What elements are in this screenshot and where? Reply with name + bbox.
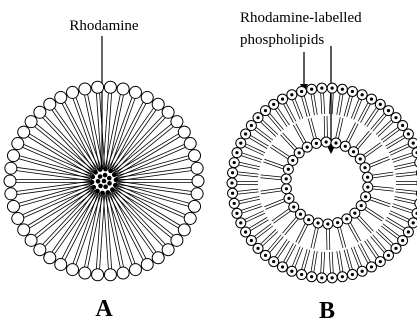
phospholipid-head — [67, 86, 79, 98]
phospholipid-head — [162, 244, 174, 256]
phospholipid-head — [129, 264, 141, 276]
phospholipid-head — [141, 92, 153, 104]
rhodamine-dot — [110, 187, 115, 192]
phospholipid-head — [12, 212, 24, 224]
phospholipid-head — [55, 92, 67, 104]
phospholipid-head — [34, 106, 46, 118]
phospholipid-head — [18, 224, 30, 236]
rhodamine-dot — [96, 179, 101, 184]
phospholipid-head — [92, 269, 104, 281]
micelle-a — [4, 81, 204, 281]
labelled-phospholipids-label-line1: Rhodamine-labelled — [240, 10, 362, 26]
phospholipid-head — [117, 267, 129, 279]
rhodamine-dot — [93, 170, 98, 175]
phospholipid-head — [104, 81, 116, 93]
rhodamine-dot — [105, 190, 110, 195]
phospholipid-head — [67, 264, 79, 276]
phospholipid-head — [189, 150, 201, 162]
phospholipid-head — [141, 258, 153, 270]
rhodamine-dot — [100, 191, 105, 196]
panel-a: Rhodamine A — [4, 18, 204, 322]
phospholipid-head — [4, 175, 16, 187]
phospholipid-head — [25, 234, 37, 246]
phospholipid-head — [129, 86, 141, 98]
rhodamine-dot — [98, 184, 103, 189]
phospholipid-head — [191, 162, 203, 174]
phospholipid-head — [55, 258, 67, 270]
rhodamine-dot — [113, 183, 118, 188]
phospholipid-head — [25, 116, 37, 128]
phospholipid-head — [171, 234, 183, 246]
rhodamine-dot — [90, 175, 95, 180]
rhodamine-dot — [107, 181, 112, 186]
phospholipid-head — [178, 126, 190, 138]
phospholipid-head — [79, 83, 91, 95]
rhodamine-dot — [103, 184, 108, 189]
rhodamine-dot — [102, 179, 107, 184]
rhodamine-dot — [90, 180, 95, 185]
rhodamine-dot — [107, 176, 112, 181]
phospholipid-head — [44, 98, 56, 110]
phospholipid-head — [162, 106, 174, 118]
labelled-phospholipids-label-line2: phospholipids — [240, 32, 324, 48]
phospholipid-head — [192, 175, 204, 187]
rhodamine-dot — [98, 167, 103, 172]
rhodamine-label: Rhodamine — [69, 18, 138, 34]
panel-a-letter: A — [95, 296, 113, 322]
rhodamine-dot — [103, 167, 108, 172]
panel-b-letter: B — [319, 298, 335, 324]
phospholipid-head — [178, 224, 190, 236]
phospholipid-head — [18, 126, 30, 138]
phospholipid-head — [152, 98, 164, 110]
phospholipid-head — [5, 162, 17, 174]
rhodamine-dot — [95, 189, 100, 194]
phospholipid-head — [12, 138, 24, 150]
phospholipid-head — [5, 188, 17, 200]
phospholipid-head — [92, 81, 104, 93]
phospholipid-head — [189, 200, 201, 212]
phospholipid-head — [34, 244, 46, 256]
phospholipid-head — [184, 212, 196, 224]
phospholipid-head — [117, 83, 129, 95]
phospholipid-head — [191, 188, 203, 200]
panel-b: Rhodamine-labelled phospholipids B — [227, 10, 417, 324]
phospholipid-head — [44, 252, 56, 264]
rhodamine-dot — [98, 174, 103, 179]
phospholipid-head — [7, 150, 19, 162]
rhodamine-dot — [103, 173, 108, 178]
rhodamine-dot — [112, 172, 117, 177]
phospholipid-head — [171, 116, 183, 128]
rhodamine-dot — [91, 185, 96, 190]
phospholipid-head — [7, 200, 19, 212]
phospholipid-head — [104, 269, 116, 281]
phospholipid-head — [184, 138, 196, 150]
phospholipid-head — [152, 252, 164, 264]
phospholipid-head — [79, 267, 91, 279]
vesicle-b — [227, 83, 417, 283]
rhodamine-dot — [114, 178, 119, 183]
rhodamine-dot — [108, 169, 113, 174]
